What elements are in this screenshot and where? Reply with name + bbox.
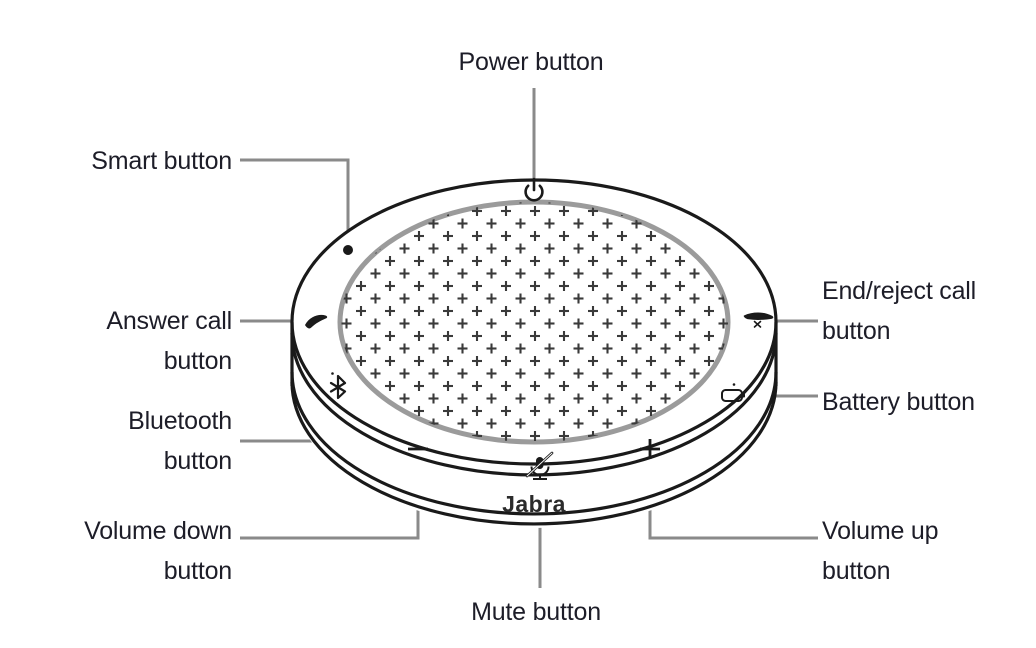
speaker-grille — [337, 199, 731, 445]
plus-icon[interactable] — [640, 439, 660, 459]
mute-mic-icon[interactable] — [525, 451, 554, 480]
leader-smart — [240, 158, 350, 248]
answer-call-icon[interactable] — [305, 314, 328, 329]
device-body-arc-lower — [290, 381, 778, 526]
battery-icon[interactable] — [721, 383, 745, 402]
jabra-wordmark: Jabra — [502, 491, 566, 517]
bluetooth-icon[interactable] — [329, 372, 347, 400]
callout-label-mute: Mute button — [471, 598, 601, 626]
callout-label-volume-up: Volume up button — [822, 517, 939, 585]
device-button-icons — [305, 177, 774, 480]
device-body-arc-middle — [290, 371, 778, 516]
device-body-arc-upper — [290, 332, 778, 477]
end-call-icon[interactable] — [743, 312, 774, 328]
callout-label-volume-down: Volume down button — [84, 517, 232, 585]
smart-dot-icon[interactable] — [343, 245, 353, 255]
callout-label-end-reject-call: End/reject call button — [822, 277, 977, 345]
device-side-wall — [292, 322, 776, 528]
callout-label-battery: Battery button — [822, 388, 975, 416]
grille-plus-pattern — [340, 202, 728, 442]
device-body: Jabra — [290, 178, 778, 528]
callout-label-smart-button: Smart button — [91, 147, 232, 175]
callout-label-power: Power button — [458, 48, 604, 76]
power-icon[interactable] — [524, 177, 544, 202]
callout-label-answer-call: Answer call button — [106, 307, 232, 375]
callout-label-bluetooth: Bluetooth button — [128, 407, 232, 475]
